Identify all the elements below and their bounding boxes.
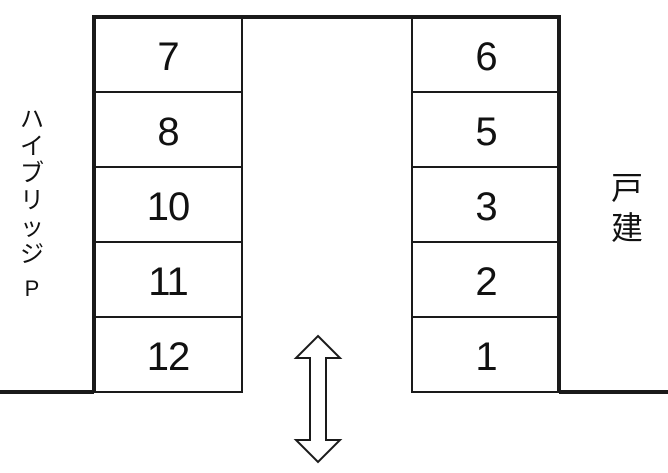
side-label-char: イ (20, 133, 44, 160)
left-slot-grid (93, 16, 243, 393)
slot-label: 7 (157, 35, 179, 79)
side-label-char: ブ (20, 160, 44, 187)
right-slot-grid (411, 16, 560, 393)
slot-label: 10 (146, 185, 191, 229)
slot-label: 12 (146, 335, 191, 379)
slot-label: 3 (475, 185, 497, 229)
slot-label: 2 (475, 260, 497, 304)
slot-label: 5 (475, 110, 497, 154)
side-label-char: P (24, 276, 40, 301)
side-label-char: ハ (20, 106, 44, 133)
side-label-char: 戸 (610, 170, 643, 206)
two-way-vertical-arrow-icon (293, 334, 343, 464)
slot-label: 6 (475, 35, 497, 79)
slot-label: 11 (148, 260, 189, 304)
side-label-char: リ (20, 187, 44, 214)
side-label-char: ッ (20, 214, 44, 241)
side-label-char: 建 (610, 210, 643, 246)
slot-label: 1 (475, 335, 497, 379)
slot-label: 8 (157, 110, 179, 154)
side-label-char: ジ (20, 241, 44, 268)
